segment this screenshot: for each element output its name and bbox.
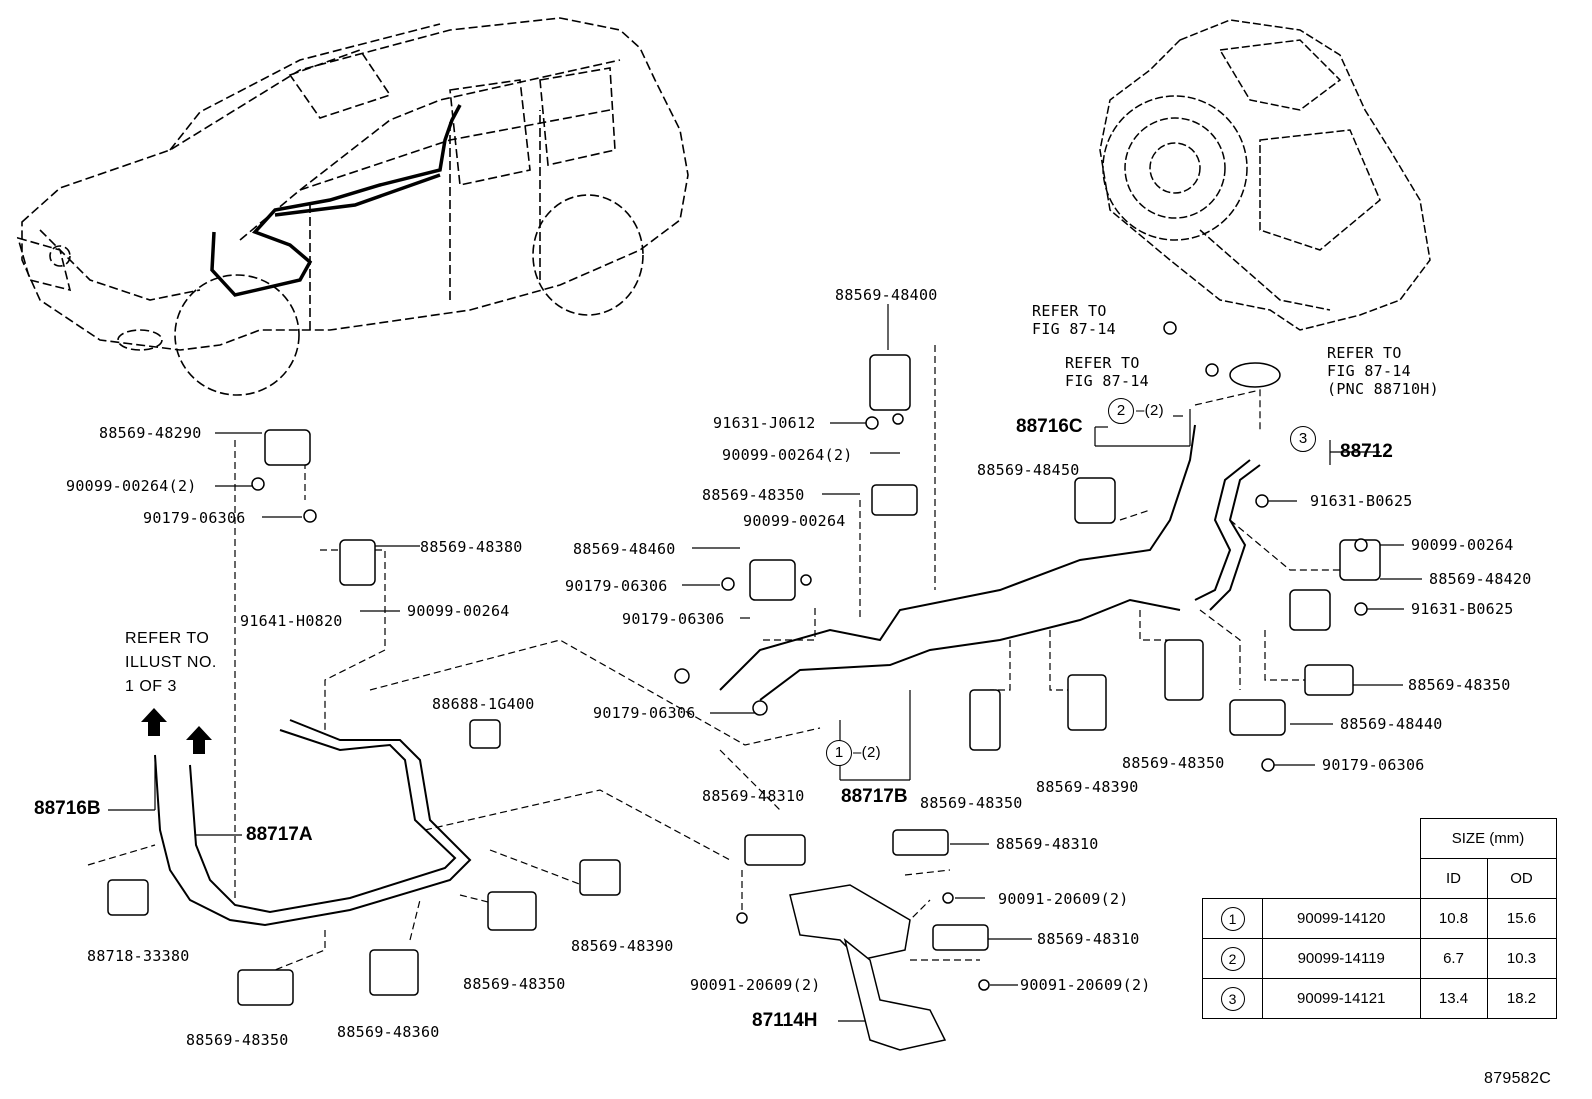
refer-note-line: FIG 87-14 [1327,362,1411,380]
size-od: 15.6 [1486,898,1557,939]
part-label: 90099-00264 [743,512,846,530]
part-label: 90091-20609(2) [690,976,821,994]
part-label-87114H: 87114H [752,1010,818,1031]
size-part-number: 90099-14120 [1262,898,1421,939]
part-label: 88569-48350 [702,486,805,504]
figure-code: 879582C [1484,1070,1552,1087]
part-label-88717A: 88717A [246,824,313,845]
part-label: 90099-00264 [1411,536,1514,554]
part-label: 88569-48380 [420,538,523,556]
size-id: 13.4 [1419,978,1488,1019]
refer-note-line: REFER TO [1065,354,1140,372]
part-label: 88569-48350 [920,794,1023,812]
part-label: 88569-48450 [977,461,1080,479]
up-arrow-icons [141,708,212,754]
vehicle-cooler-line-highlight [210,104,462,297]
part-label: 90091-20609(2) [998,890,1129,908]
refer-note-line: REFER TO [1327,344,1402,362]
part-label-88716B: 88716B [34,798,101,819]
part-label: 90179-06306 [593,704,696,722]
size-id: 10.8 [1419,898,1488,939]
refer-note-line: FIG 87-14 [1065,372,1149,390]
callout-quantity: –(2) [1136,402,1164,419]
part-label: 91631-B0625 [1411,600,1514,618]
part-label: 88569-48310 [702,787,805,805]
refer-note-line: REFER TO [1032,302,1107,320]
part-label: 90179-06306 [143,509,246,527]
part-label: 88569-48360 [337,1023,440,1041]
part-label-88717B: 88717B [841,786,908,807]
quantity-label: (2) [861,744,881,761]
part-label: 88569-48350 [1408,676,1511,694]
size-table-header-od: OD [1486,858,1557,899]
size-od: 18.2 [1486,978,1557,1019]
transmission-illustration [1099,19,1431,331]
part-label: 91631-J0612 [713,414,816,432]
callout-circle-3: 3 [1290,426,1316,452]
dashed-guide-lines [87,345,1340,971]
quantity-label: (2) [1144,402,1164,419]
part-label: 88569-48350 [186,1031,289,1049]
refer-note-line: (PNC 88710H) [1327,380,1439,398]
part-label: 91641-H0820 [240,612,343,630]
size-part-number: 90099-14121 [1262,978,1421,1019]
part-label: 88569-48440 [1340,715,1443,733]
refer-note-line: FIG 87-14 [1032,320,1116,338]
part-label: 90179-06306 [565,577,668,595]
size-table-header-id: ID [1419,858,1488,899]
part-label: 88569-48290 [99,424,202,442]
table-row: 2 90099-14119 6.7 10.3 [1202,938,1557,979]
leader-lines [108,304,1422,1022]
part-glyphs [107,321,1381,1051]
refer-illust-line: ILLUST NO. [125,654,217,671]
size-ref-circle: 1 [1220,906,1245,931]
part-label: 88569-48350 [463,975,566,993]
callout-circle-1: 1 [826,740,852,766]
part-label: 88569-48390 [1036,778,1139,796]
callout-quantity: –(2) [853,744,881,761]
part-label: 90091-20609(2) [1020,976,1151,994]
part-label: 88688-1G400 [432,695,535,713]
part-label: 88569-48310 [1037,930,1140,948]
table-row: 1 90099-14120 10.8 15.6 [1202,898,1557,939]
part-label: 88569-48400 [835,286,938,304]
size-part-number: 90099-14119 [1262,938,1421,979]
part-label: 88569-48350 [1122,754,1225,772]
part-label: 90099-00264 [407,602,510,620]
part-label: 90179-06306 [1322,756,1425,774]
part-label: 90099-00264(2) [722,446,853,464]
table-row: 3 90099-14121 13.4 18.2 [1202,978,1557,1019]
size-ref-circle: 3 [1220,986,1245,1011]
callout-circle-2: 2 [1108,398,1134,424]
part-label: 90179-06306 [622,610,725,628]
refer-illust-line: REFER TO [125,630,210,647]
vehicle-illustration [16,17,689,396]
part-label: 88569-48390 [571,937,674,955]
cooler-pipes [154,424,1261,927]
refer-illust-line: 1 OF 3 [125,678,177,695]
part-label: 88569-48460 [573,540,676,558]
part-label: 88569-48310 [996,835,1099,853]
size-ref-circle: 2 [1220,946,1245,971]
part-label: 88569-48420 [1429,570,1532,588]
part-label: 88718-33380 [87,947,190,965]
part-label-88716C: 88716C [1016,416,1083,437]
size-id: 6.7 [1419,938,1488,979]
size-od: 10.3 [1486,938,1557,979]
hose-size-table: SIZE (mm) ID OD 1 90099-14120 10.8 15.6 … [1202,818,1557,1019]
part-label: 91631-B0625 [1310,492,1413,510]
part-label: 90099-00264(2) [66,477,197,495]
part-label-88712: 88712 [1340,441,1393,462]
size-table-title: SIZE (mm) [1419,818,1557,859]
